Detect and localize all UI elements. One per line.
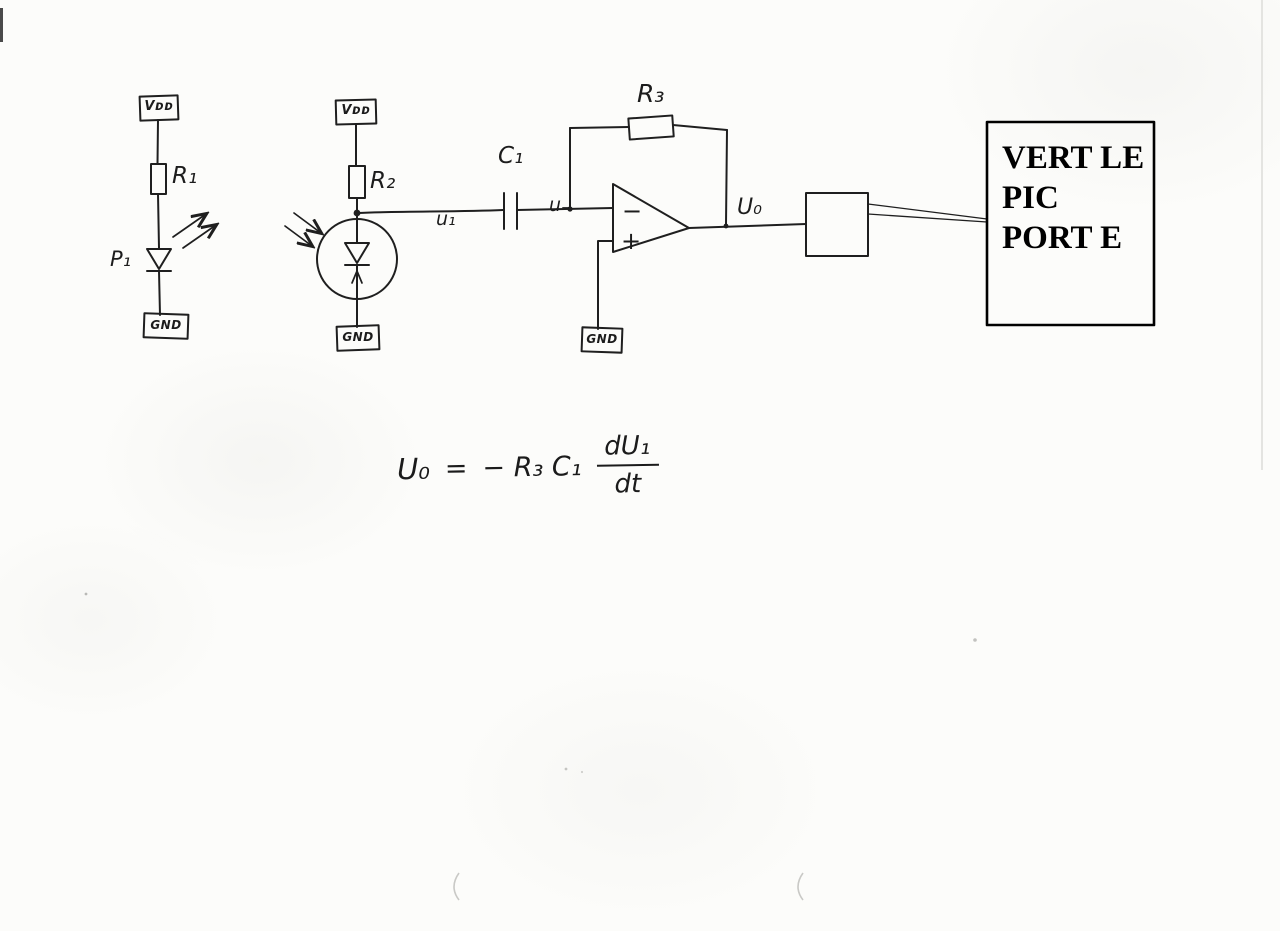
photodiode-triangle bbox=[344, 242, 370, 264]
plus-input-wire bbox=[597, 240, 614, 330]
wire-u0 bbox=[688, 223, 807, 229]
pic-box-text: VERT LE PIC PORT E bbox=[1002, 138, 1152, 258]
feedback-network bbox=[567, 114, 728, 225]
scan-dot bbox=[564, 767, 568, 771]
scan-dot bbox=[580, 770, 584, 774]
gnd-opamp-box bbox=[580, 326, 624, 354]
opamp-minus-sign: − bbox=[622, 197, 643, 225]
u-minus-label: u₋ bbox=[549, 194, 572, 216]
scan-mark bbox=[797, 872, 804, 901]
resistor-r1 bbox=[150, 163, 167, 195]
scan-dot bbox=[973, 638, 977, 642]
gnd-mid-label: GND bbox=[342, 330, 374, 344]
interface-box bbox=[805, 192, 869, 257]
scan-dot bbox=[84, 592, 88, 596]
feedback-wire bbox=[725, 129, 728, 225]
feedback-wire bbox=[672, 124, 728, 131]
vdd-left-box bbox=[138, 94, 180, 122]
gnd-opamp-label: GND bbox=[586, 332, 618, 346]
gnd-mid-box bbox=[335, 324, 381, 352]
light-arrow bbox=[293, 212, 321, 233]
connector-line bbox=[867, 203, 988, 220]
output-wire bbox=[688, 223, 807, 229]
r1-label: R₁ bbox=[172, 163, 198, 189]
equation-equals: = bbox=[444, 452, 468, 484]
wire bbox=[156, 119, 159, 165]
vdd-mid-label: Vᴅᴅ bbox=[341, 103, 371, 118]
scan-mark bbox=[453, 872, 460, 901]
c1-label: C₁ bbox=[498, 143, 524, 169]
wire bbox=[157, 193, 160, 249]
equation-numerator: dU₁ bbox=[595, 430, 659, 467]
opamp-triangle bbox=[612, 183, 690, 253]
wire-u-minus bbox=[516, 207, 614, 211]
input-wire-capacitor bbox=[356, 192, 614, 230]
opamp-plus-sign: + bbox=[621, 227, 642, 255]
gnd-left-label: GND bbox=[150, 318, 182, 332]
pic-box-line1: VERT LE bbox=[1002, 140, 1145, 176]
differentiator-equation: U₀ = − R₃ C₁ dU₁ dt bbox=[396, 430, 659, 504]
scan-artifacts bbox=[0, 0, 1263, 901]
equation-denominator: dt bbox=[614, 469, 642, 500]
vdd-left-label: Vᴅᴅ bbox=[144, 99, 174, 114]
light-arrow bbox=[284, 225, 312, 246]
pic-port-box bbox=[985, 120, 1156, 327]
u1-label: u₁ bbox=[436, 208, 456, 230]
connector-line bbox=[867, 213, 988, 223]
resistor-r3 bbox=[627, 114, 675, 141]
node-dot bbox=[567, 206, 573, 212]
wire bbox=[158, 270, 161, 316]
emission-arrow bbox=[172, 214, 206, 238]
opamp bbox=[580, 183, 690, 354]
up-arrowhead bbox=[351, 270, 363, 284]
resistor-r2 bbox=[348, 165, 366, 199]
gnd-left-box bbox=[142, 312, 190, 340]
wire-u1 bbox=[356, 209, 504, 214]
photodetector-branch bbox=[284, 98, 398, 352]
node-dot bbox=[723, 223, 729, 229]
led-triangle bbox=[146, 248, 172, 270]
equation-fraction: dU₁ dt bbox=[595, 430, 659, 500]
p1-label: P₁ bbox=[110, 247, 132, 271]
feedback-wire bbox=[569, 126, 630, 129]
pic-box-line3: PORT E bbox=[1002, 220, 1123, 256]
equation-lhs: U₀ bbox=[396, 451, 431, 487]
r3-label: R₃ bbox=[637, 79, 665, 108]
pic-box-line2: PIC bbox=[1002, 180, 1059, 216]
equation-coeff: − R₃ C₁ bbox=[482, 450, 582, 484]
led-branch bbox=[138, 94, 216, 340]
u0-label: U₀ bbox=[737, 195, 762, 220]
scan-edge-mark bbox=[0, 8, 3, 42]
emission-arrow bbox=[182, 225, 216, 249]
r2-label: R₂ bbox=[370, 168, 396, 194]
